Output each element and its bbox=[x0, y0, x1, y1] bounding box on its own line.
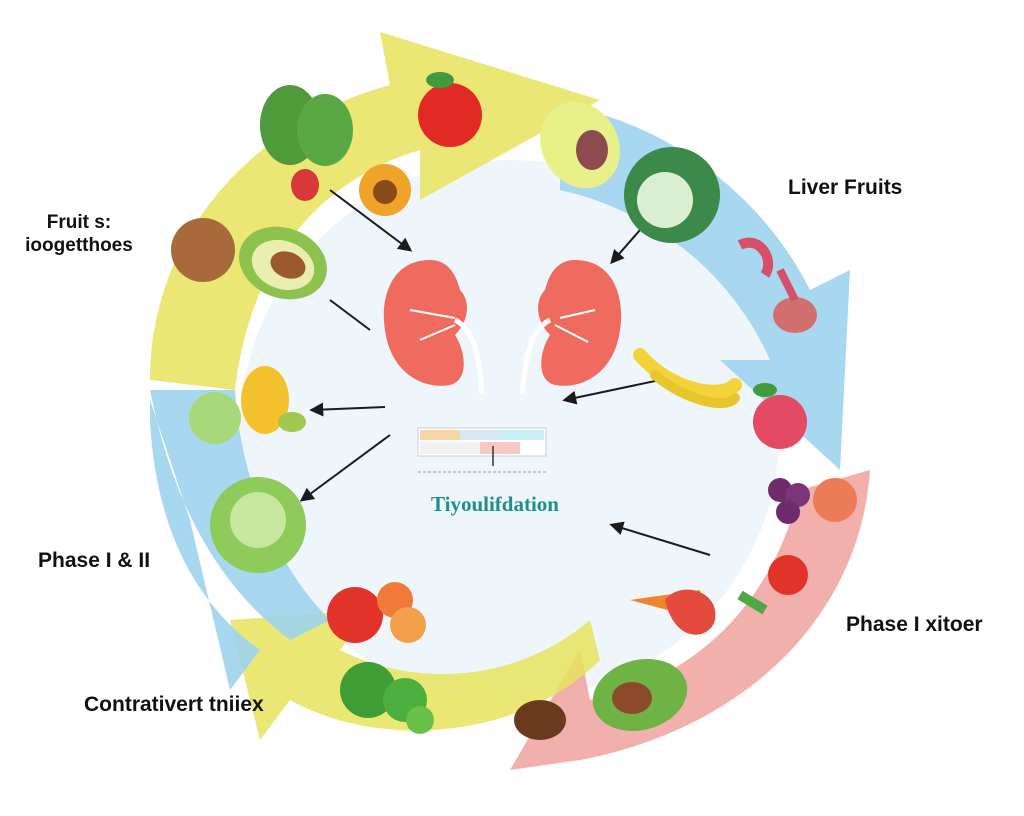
label-top-left: Fruit s: ioogetthoes bbox=[25, 212, 133, 256]
arrow-top-left bbox=[329, 189, 413, 252]
banana-icon bbox=[633, 348, 742, 409]
green-apple-icon bbox=[189, 392, 241, 444]
kidneys-icon bbox=[383, 260, 622, 396]
arrow-bottom-right bbox=[609, 521, 711, 556]
apricot-icon bbox=[359, 164, 411, 216]
arrow-right bbox=[562, 379, 661, 405]
apple-icon bbox=[418, 72, 482, 147]
label-mid-left: Phase I & II bbox=[38, 549, 151, 572]
yellow-pear-icon bbox=[241, 366, 306, 434]
cherry-icon bbox=[753, 383, 807, 449]
pear-half-icon bbox=[540, 101, 620, 189]
arrow-left-mid bbox=[309, 402, 386, 417]
mini-chart bbox=[417, 427, 547, 473]
strawberry-icon bbox=[665, 589, 716, 635]
beet-icon bbox=[260, 85, 353, 201]
inward-arrows bbox=[299, 189, 711, 556]
label-top-right: Liver Fruits bbox=[788, 176, 903, 199]
coconut-icon bbox=[171, 218, 235, 282]
arrow-top-right bbox=[610, 229, 641, 265]
segment-yellow-bottom bbox=[230, 610, 600, 740]
segment-yellow-top bbox=[150, 32, 600, 390]
arrow-left-top bbox=[329, 299, 371, 331]
grapes-icon bbox=[768, 478, 857, 595]
broccoli-icon bbox=[340, 662, 434, 734]
cabbage-icon bbox=[624, 147, 720, 243]
label-bottom-right: Phase I xitoer bbox=[846, 613, 983, 636]
avocado-icon bbox=[239, 226, 327, 300]
label-bottom-left: Contrativert tniiex bbox=[84, 693, 264, 716]
avocado-bottom-icon bbox=[514, 658, 688, 740]
center-label: Tiyoulifdation bbox=[431, 492, 559, 516]
arrow-left-low bbox=[299, 434, 391, 502]
turnip-icon bbox=[737, 237, 817, 333]
tomato-icon bbox=[327, 582, 426, 643]
lettuce-icon bbox=[210, 477, 306, 573]
